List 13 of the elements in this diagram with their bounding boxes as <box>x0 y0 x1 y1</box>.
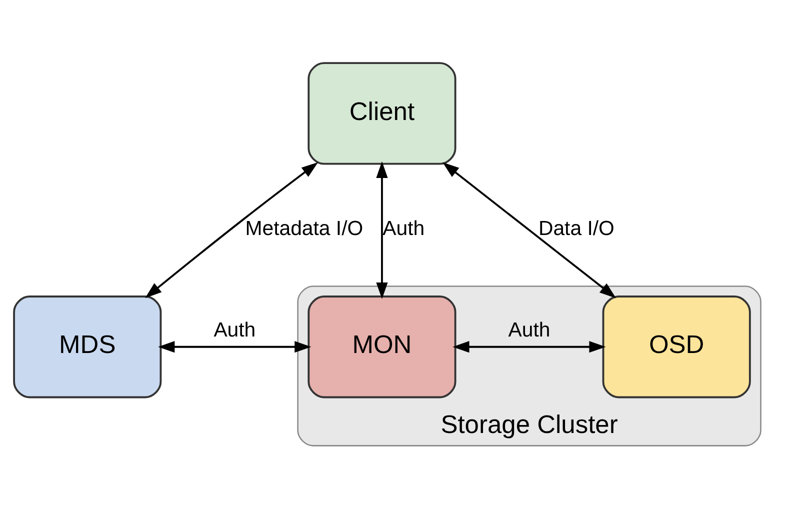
node-box: MDS <box>13 295 162 398</box>
edge-label: Metadata I/O <box>245 218 364 240</box>
arrow <box>376 160 388 299</box>
node-box: MON <box>308 295 456 398</box>
edge-label: Data I/O <box>538 218 614 240</box>
arrow <box>452 340 606 352</box>
node-box: Client <box>308 62 456 164</box>
node-box: OSD <box>602 295 751 398</box>
edge-label: Auth <box>508 318 550 341</box>
arrow <box>145 162 318 298</box>
edge-label: Auth <box>214 318 256 341</box>
arrow <box>158 340 312 352</box>
arrow <box>442 162 616 298</box>
